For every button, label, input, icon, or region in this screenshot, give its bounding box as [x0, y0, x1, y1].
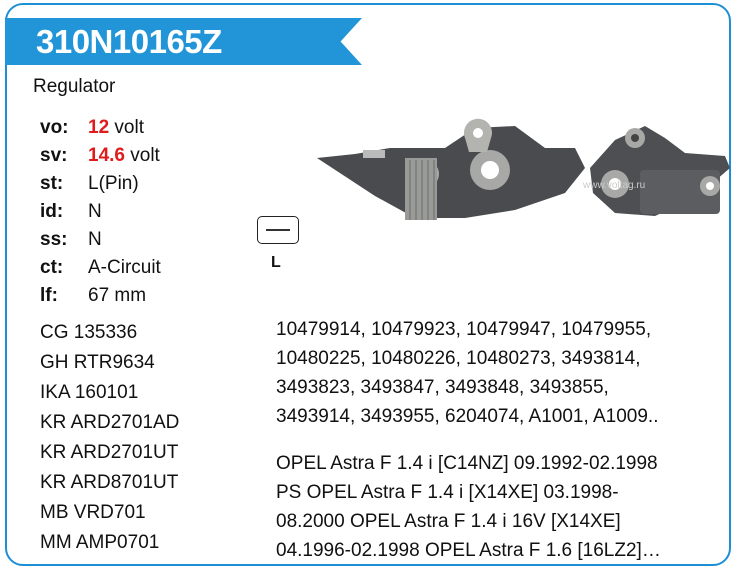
regulator-back-view [590, 126, 730, 216]
spec-row: sv: 14.6 volt [40, 142, 160, 170]
spec-value: L(Pin) [88, 173, 139, 194]
oe-number-line: 3493914, 3493955, 6204074, A1001, A1009.… [276, 406, 659, 427]
cross-ref-item: KR ARD2701UT [40, 442, 179, 463]
application-line: OPEL Astra F 1.4 i [C14NZ] 09.1992-02.19… [276, 453, 658, 474]
regulator-front-view [317, 118, 585, 220]
application-line: 08.2000 OPEL Astra F 1.4 i 16V [X14XE] [276, 511, 621, 532]
cross-ref-item: KR ARD2701AD [40, 412, 180, 433]
spec-row: ss: N [40, 226, 102, 254]
spec-unit: volt [109, 117, 144, 138]
title-ribbon [5, 18, 362, 65]
spec-unit: volt [124, 145, 160, 166]
terminal-label: L [271, 254, 281, 271]
cross-ref-item: KR ARD8701UT [40, 472, 179, 493]
spec-key: ct: [40, 257, 64, 278]
spec-value: 67 mm [88, 285, 147, 306]
spec-value: N [88, 201, 102, 222]
terminal-connector-icon [257, 216, 299, 244]
application-line: PS OPEL Astra F 1.4 i [X14XE] 03.1998- [276, 482, 619, 503]
cross-ref-item: MB VRD701 [40, 502, 146, 523]
spec-value: 14.6 [88, 145, 125, 166]
spec-value: 12 [88, 117, 110, 138]
oe-number-line: 10480225, 10480226, 10480273, 3493814, [276, 348, 641, 369]
oe-number-line: 3493823, 3493847, 3493848, 3493855, [276, 377, 609, 398]
spec-value: N [88, 229, 102, 250]
cross-ref-item: IKA 160101 [40, 382, 139, 403]
cross-ref-item: MM AMP0701 [40, 532, 160, 553]
cross-ref-item: GH RTR9634 [40, 352, 155, 373]
product-card [5, 3, 731, 566]
spec-row: ct: A-Circuit [40, 254, 161, 282]
spec-key: sv: [40, 145, 68, 166]
spec-value: A-Circuit [88, 257, 161, 278]
spec-row: lf: 67 mm [40, 282, 146, 310]
spec-row: id: N [40, 198, 102, 226]
spec-key: st: [40, 173, 64, 194]
part-number: 310N10165Z [36, 23, 222, 60]
spec-key: id: [40, 201, 64, 222]
product-photo: www.voltag.ru [317, 118, 730, 220]
spec-key: lf: [40, 285, 58, 306]
spec-key: ss: [40, 229, 68, 250]
spec-key: vo: [40, 117, 69, 138]
cross-ref-item: CG 135336 [40, 322, 138, 343]
oe-number-line: 10479914, 10479923, 10479947, 10479955, [276, 319, 652, 340]
spec-row: st: L(Pin) [40, 170, 139, 198]
watermark: www.voltag.ru [582, 180, 645, 191]
product-type: Regulator [33, 76, 116, 97]
application-line: 04.1996-02.1998 OPEL Astra F 1.6 [16LZ2]… [276, 540, 661, 561]
spec-row: vo: 12 volt [40, 114, 144, 142]
